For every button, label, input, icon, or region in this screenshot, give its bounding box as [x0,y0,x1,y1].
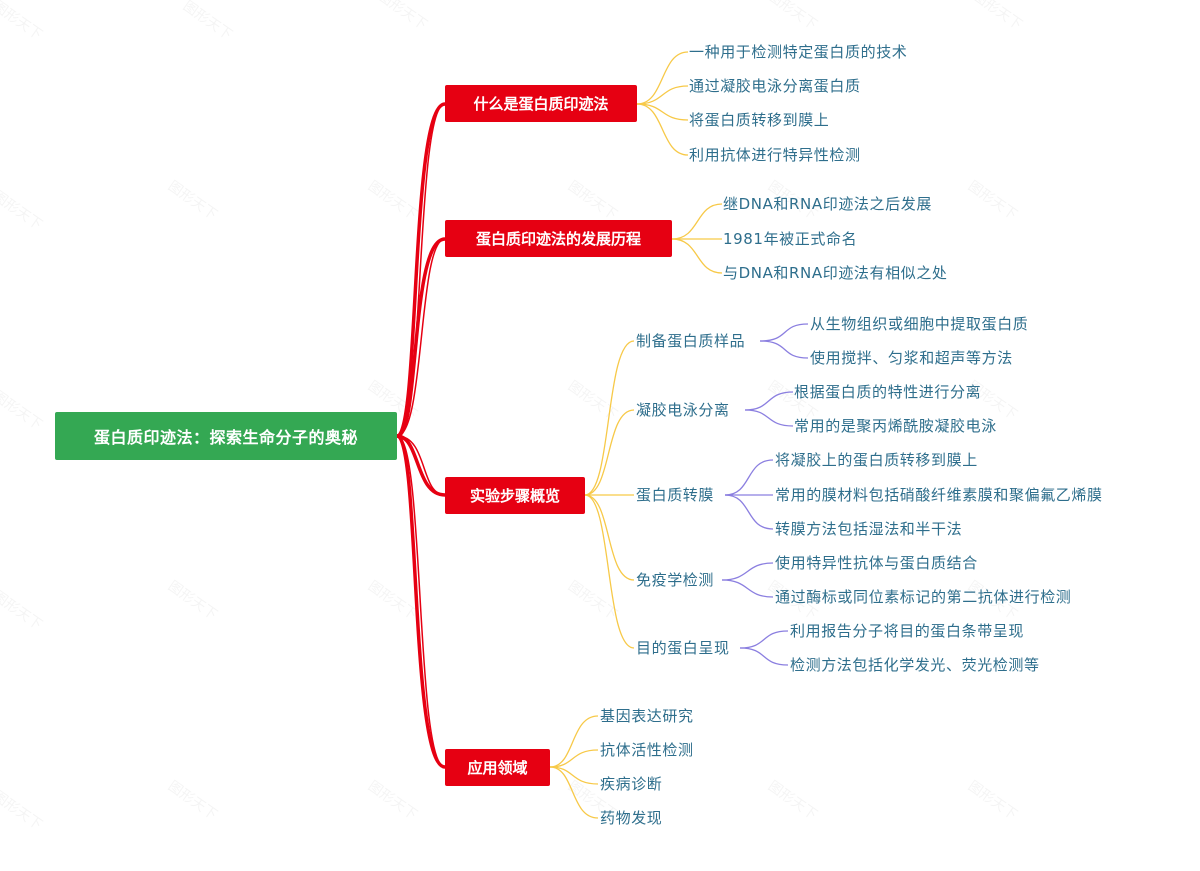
leaf-node[interactable]: 与DNA和RNA印迹法有相似之处 [723,264,948,282]
branch-experiment-steps[interactable]: 实验步骤概览 [445,477,585,514]
leaf-node[interactable]: 一种用于检测特定蛋白质的技术 [689,43,908,61]
leaf-node[interactable]: 1981年被正式命名 [723,230,858,248]
branch-history[interactable]: 蛋白质印迹法的发展历程 [445,220,672,257]
leaf-node[interactable]: 常用的是聚丙烯酰胺凝胶电泳 [794,417,997,435]
leaf-node[interactable]: 使用特异性抗体与蛋白质结合 [775,554,978,572]
leaf-node[interactable]: 疾病诊断 [600,775,663,793]
step-node-gel-electrophoresis[interactable]: 凝胶电泳分离 [636,401,730,419]
leaf-node[interactable]: 利用报告分子将目的蛋白条带呈现 [790,622,1025,640]
branch-what-is-western-blot[interactable]: 什么是蛋白质印迹法 [445,85,637,122]
leaf-node[interactable]: 常用的膜材料包括硝酸纤维素膜和聚偏氟乙烯膜 [775,486,1103,504]
step-node-transfer[interactable]: 蛋白质转膜 [636,486,715,504]
step-node-visualization[interactable]: 目的蛋白呈现 [636,639,730,657]
leaf-node[interactable]: 通过酶标或同位素标记的第二抗体进行检测 [775,588,1072,606]
leaf-node[interactable]: 通过凝胶电泳分离蛋白质 [689,77,861,95]
leaf-node[interactable]: 基因表达研究 [600,707,694,725]
step-node-prepare-sample[interactable]: 制备蛋白质样品 [636,332,746,350]
leaf-node[interactable]: 根据蛋白质的特性进行分离 [794,383,982,401]
leaf-node[interactable]: 将蛋白质转移到膜上 [689,111,830,129]
root-node[interactable]: 蛋白质印迹法：探索生命分子的奥秘 [55,412,397,460]
leaf-node[interactable]: 将凝胶上的蛋白质转移到膜上 [775,451,978,469]
leaf-node[interactable]: 从生物组织或细胞中提取蛋白质 [810,315,1029,333]
leaf-node[interactable]: 检测方法包括化学发光、荧光检测等 [790,656,1040,674]
leaf-node[interactable]: 利用抗体进行特异性检测 [689,146,861,164]
leaf-node[interactable]: 药物发现 [600,809,663,827]
step-node-immunodetection[interactable]: 免疫学检测 [636,571,715,589]
leaf-node[interactable]: 抗体活性检测 [600,741,694,759]
leaf-node[interactable]: 继DNA和RNA印迹法之后发展 [723,195,932,213]
leaf-node[interactable]: 使用搅拌、匀浆和超声等方法 [810,349,1013,367]
branch-applications[interactable]: 应用领域 [445,749,550,786]
leaf-node[interactable]: 转膜方法包括湿法和半干法 [775,520,963,538]
